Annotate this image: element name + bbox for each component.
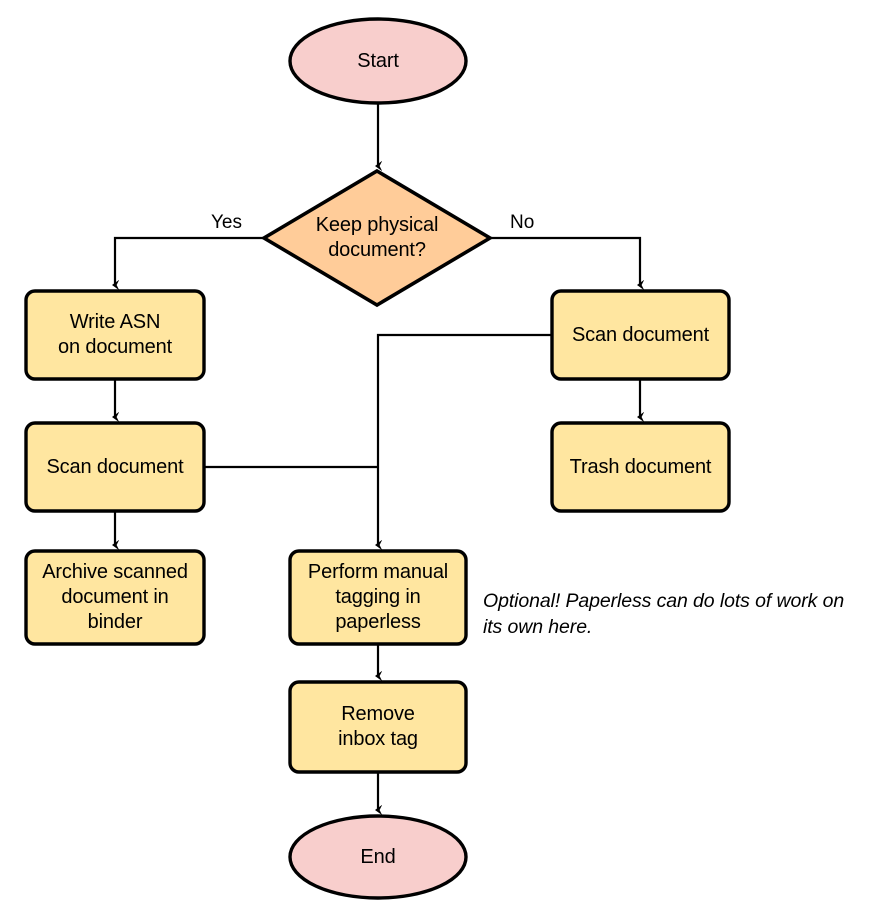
edge-scan-document-right-to-manual-tagging xyxy=(378,333,552,545)
edge-decision-yes-to-write-asn xyxy=(115,236,264,285)
node-write-asn-on-document[interactable] xyxy=(24,289,206,381)
node-start[interactable] xyxy=(288,17,468,105)
node-scan-document-left[interactable] xyxy=(24,421,206,513)
annotation-optional-note: Optional! Paperless can do lots of work … xyxy=(483,590,845,638)
node-scan-document-right[interactable] xyxy=(550,289,731,381)
node-keep-physical-document[interactable] xyxy=(260,168,494,308)
edge-label-yes: Yes xyxy=(211,212,242,233)
node-perform-manual-tagging-in-paperless[interactable] xyxy=(288,549,468,646)
edge-decision-no-to-scan-document-right xyxy=(490,236,640,285)
edge-label-no: No xyxy=(510,212,535,233)
node-trash-document[interactable] xyxy=(550,421,731,513)
edge-layer xyxy=(115,103,640,810)
node-archive-scanned-document-in-binder[interactable] xyxy=(24,549,206,646)
node-remove-inbox-tag[interactable] xyxy=(288,680,468,774)
node-end[interactable] xyxy=(288,814,468,900)
node-layer xyxy=(24,17,731,900)
